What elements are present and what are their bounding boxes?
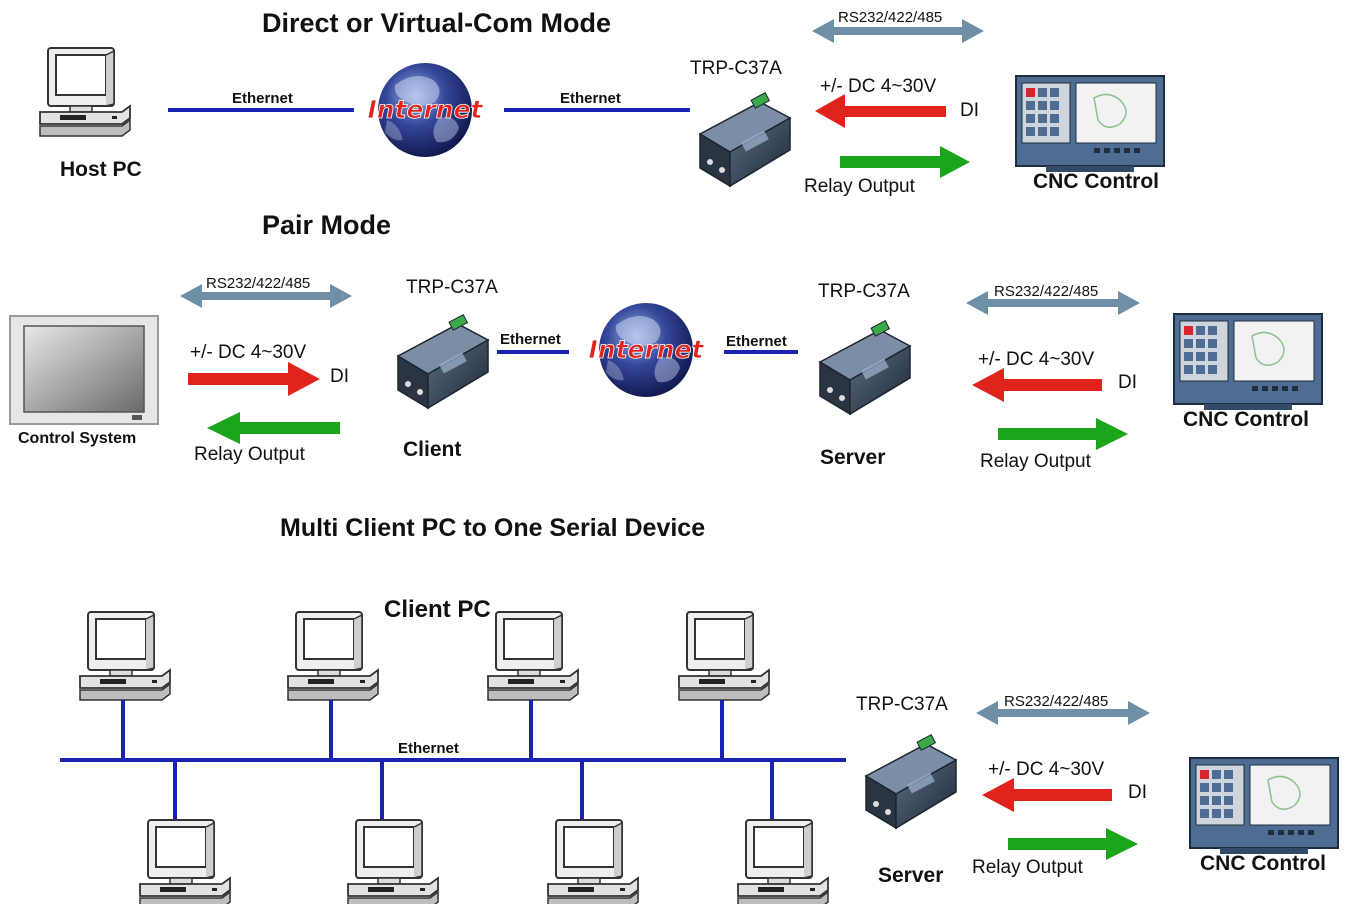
client-pc-label: Client PC bbox=[384, 596, 491, 623]
di-arrow bbox=[972, 368, 1102, 402]
serial-label: RS232/422/485 bbox=[994, 283, 1099, 300]
relay-arrow bbox=[207, 412, 340, 444]
cnc-control-label: CNC Control bbox=[1200, 852, 1326, 875]
client-pc-icon bbox=[678, 611, 770, 701]
ethernet-label: Ethernet bbox=[560, 90, 621, 107]
ethernet-label: Ethernet bbox=[726, 333, 787, 350]
serial-label: RS232/422/485 bbox=[1004, 693, 1109, 710]
server-label: Server bbox=[820, 446, 886, 469]
client-pc-icon bbox=[487, 611, 579, 701]
internet-text: Internet bbox=[367, 95, 483, 124]
ethernet-bus bbox=[60, 758, 846, 762]
client-device-label: TRP-C37A bbox=[406, 277, 498, 298]
device-icon bbox=[699, 91, 791, 187]
device-label: TRP-C37A bbox=[856, 694, 948, 715]
section1-title: Direct or Virtual-Com Mode bbox=[262, 8, 612, 38]
cnc-control-icon bbox=[1015, 75, 1165, 173]
client-pc-icon bbox=[347, 819, 439, 904]
relay-output-label: Relay Output bbox=[972, 857, 1083, 878]
relay-arrow bbox=[840, 146, 970, 178]
ethernet-label: Ethernet bbox=[398, 740, 459, 757]
ethernet-drop bbox=[121, 700, 125, 760]
internet-text: Internet bbox=[588, 335, 704, 364]
host-pc-icon bbox=[39, 47, 131, 137]
client-pc-icon bbox=[139, 819, 231, 904]
section3-title: Multi Client PC to One Serial Device bbox=[280, 514, 706, 542]
dc-label: +/- DC 4~30V bbox=[988, 759, 1105, 780]
ethernet-drop bbox=[580, 760, 584, 824]
relay-arrow bbox=[1008, 828, 1138, 860]
relay-output-label: Relay Output bbox=[194, 444, 305, 465]
dc-label: +/- DC 4~30V bbox=[820, 76, 937, 97]
di-label: DI bbox=[330, 366, 349, 387]
cnc-control-label: CNC Control bbox=[1183, 408, 1309, 431]
control-system-label: Control System bbox=[18, 430, 137, 447]
client-pc-icon bbox=[737, 819, 829, 904]
cnc-control-label: CNC Control bbox=[1033, 170, 1159, 193]
section2-title: Pair Mode bbox=[262, 210, 392, 240]
serial-double-arrow bbox=[966, 291, 1140, 315]
relay-arrow bbox=[998, 418, 1128, 450]
server-device-icon bbox=[819, 319, 911, 415]
cnc-control-icon bbox=[1189, 757, 1339, 855]
serial-label: RS232/422/485 bbox=[206, 275, 311, 292]
client-device-icon bbox=[397, 313, 489, 409]
ethernet-line bbox=[724, 350, 798, 354]
di-arrow bbox=[188, 362, 320, 396]
ethernet-line bbox=[504, 108, 690, 112]
ethernet-drop bbox=[173, 760, 177, 824]
ethernet-drop bbox=[529, 700, 533, 760]
ethernet-drop bbox=[380, 760, 384, 824]
ethernet-label: Ethernet bbox=[232, 90, 293, 107]
dc-label: +/- DC 4~30V bbox=[190, 342, 307, 363]
di-label: DI bbox=[1118, 372, 1137, 393]
control-system-icon bbox=[9, 315, 159, 425]
serial-double-arrow bbox=[976, 701, 1150, 725]
serial-label: RS232/422/485 bbox=[838, 9, 943, 26]
server-device-icon bbox=[865, 733, 957, 829]
di-label: DI bbox=[960, 100, 979, 121]
ethernet-label: Ethernet bbox=[500, 331, 561, 348]
di-arrow bbox=[815, 94, 946, 128]
server-device-label: TRP-C37A bbox=[818, 281, 910, 302]
serial-double-arrow bbox=[812, 19, 984, 43]
device-label: TRP-C37A bbox=[690, 58, 782, 79]
server-label: Server bbox=[878, 864, 944, 887]
client-pc-icon bbox=[547, 819, 639, 904]
relay-output-label: Relay Output bbox=[804, 176, 915, 197]
client-pc-icon bbox=[79, 611, 171, 701]
dc-label: +/- DC 4~30V bbox=[978, 349, 1095, 370]
ethernet-line bbox=[497, 350, 569, 354]
ethernet-drop bbox=[720, 700, 724, 760]
ethernet-line bbox=[168, 108, 354, 112]
relay-output-label: Relay Output bbox=[980, 451, 1091, 472]
cnc-control-icon bbox=[1173, 313, 1323, 411]
client-label: Client bbox=[403, 438, 462, 461]
host-pc-label: Host PC bbox=[60, 158, 142, 181]
client-pc-icon bbox=[287, 611, 379, 701]
di-label: DI bbox=[1128, 782, 1147, 803]
ethernet-drop bbox=[329, 700, 333, 760]
ethernet-drop bbox=[770, 760, 774, 824]
serial-double-arrow bbox=[180, 284, 352, 308]
di-arrow bbox=[982, 778, 1112, 812]
